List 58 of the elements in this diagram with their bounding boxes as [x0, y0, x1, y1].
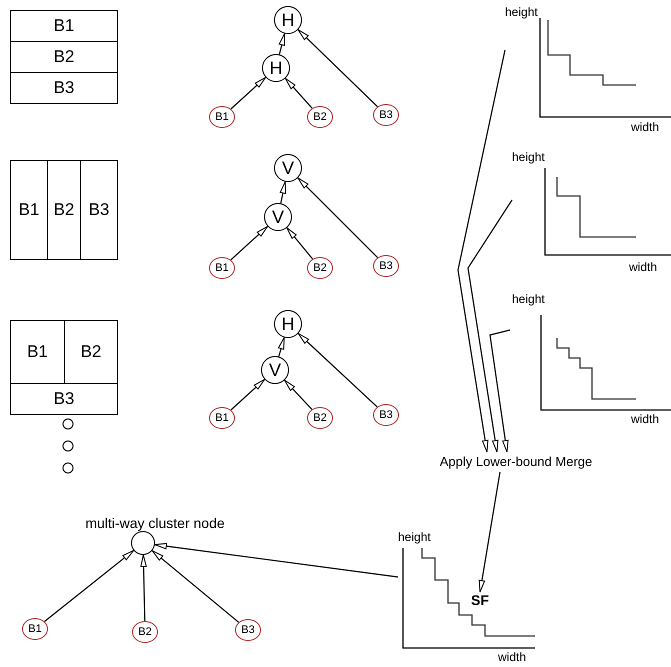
operator-node: H	[274, 6, 302, 34]
block-node: B3	[235, 619, 261, 641]
block-node: B2	[307, 407, 333, 429]
arrow	[298, 333, 378, 408]
arrow	[230, 378, 266, 410]
floorplan-block: B1	[10, 160, 48, 260]
axis-label: width	[631, 412, 660, 426]
arrow	[297, 177, 378, 258]
axis-label: height	[512, 292, 545, 306]
arrow	[230, 226, 268, 260]
operator-node: V	[261, 356, 289, 384]
block-node: B1	[209, 407, 235, 429]
arrow	[284, 380, 312, 410]
floorplan-block: B3	[10, 72, 118, 104]
operator-node: H	[274, 310, 302, 338]
operator-node: V	[264, 203, 292, 231]
floorplan-block: B3	[80, 160, 118, 260]
operator-node: H	[262, 54, 290, 82]
block-node: B1	[209, 106, 235, 128]
block-node: B3	[373, 255, 399, 277]
arrow	[489, 329, 510, 452]
axis-label: height	[505, 5, 538, 19]
floorplan-block: B3	[10, 383, 118, 415]
floorplan-block: B1	[10, 10, 118, 42]
curve-label: SF	[468, 592, 492, 608]
arrow	[152, 550, 240, 623]
arrow	[278, 33, 286, 55]
arrow	[467, 200, 512, 452]
arrow	[44, 550, 134, 622]
block-node: B1	[22, 618, 48, 640]
floorplan-block: B2	[10, 41, 118, 73]
floorplan-block: B2	[47, 160, 81, 260]
arrow	[280, 181, 286, 204]
arrow	[230, 76, 266, 110]
block-node: B3	[373, 404, 399, 426]
axis-label: height	[512, 150, 545, 164]
arrow	[154, 542, 398, 578]
block-node: B2	[307, 106, 333, 128]
floorplan-block: B2	[64, 320, 118, 384]
arrow	[140, 554, 147, 622]
axis-label: width	[498, 650, 526, 664]
step-label: Apply Lower-bound Merge	[410, 452, 622, 472]
arrow	[457, 50, 506, 452]
block-node: B3	[373, 104, 399, 126]
arrow	[298, 29, 378, 108]
axis-label: height	[398, 530, 431, 544]
node-label: multi-way cluster node	[84, 515, 226, 531]
arrow	[284, 78, 313, 109]
floorplan-block: B1	[10, 320, 65, 384]
block-node: B2	[132, 621, 158, 643]
arrow	[478, 472, 501, 592]
axis-label: width	[629, 260, 658, 274]
operator-node: V	[274, 154, 302, 182]
block-node: B1	[209, 257, 235, 279]
arrow	[278, 337, 285, 357]
block-node: B2	[307, 257, 333, 279]
arrow	[286, 227, 314, 260]
axis-label: width	[631, 120, 660, 134]
